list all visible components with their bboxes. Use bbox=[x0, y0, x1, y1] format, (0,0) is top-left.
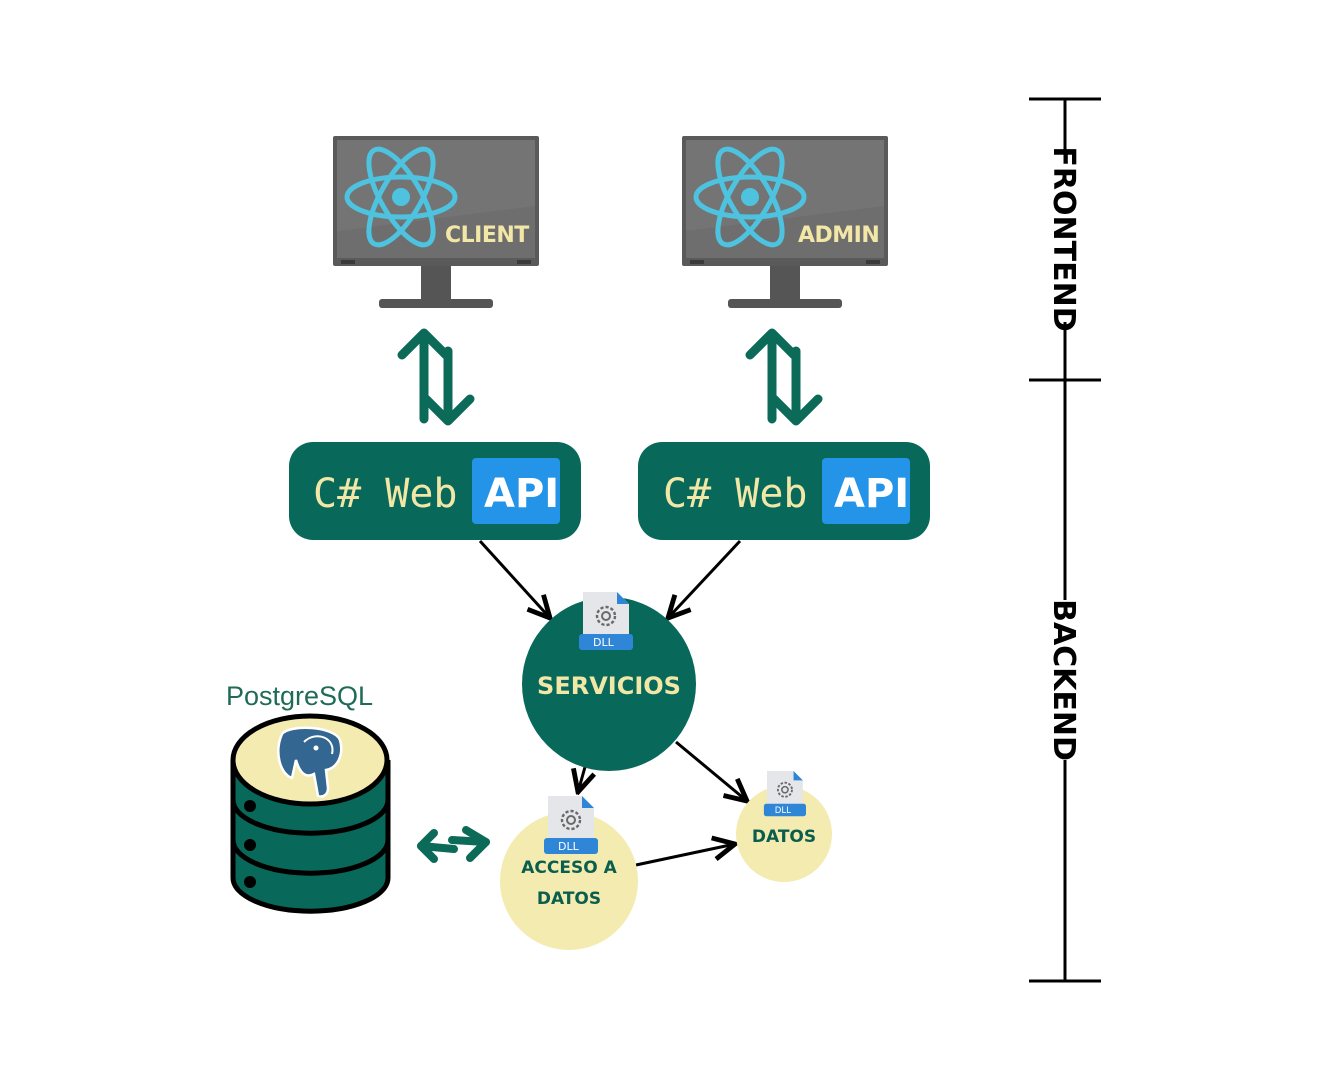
servicios-node: DLL SERVICIOS bbox=[522, 590, 696, 771]
tier-scale bbox=[1029, 97, 1101, 983]
arrow-api-right-to-servicios bbox=[668, 539, 742, 618]
backend-tier-label: BACKEND bbox=[1046, 599, 1081, 761]
arrow-api-left-to-servicios bbox=[478, 539, 550, 618]
dll-file-icon: DLL bbox=[577, 590, 635, 652]
frontend-tier-label: FRONTEND bbox=[1046, 146, 1081, 331]
client-label: CLIENT bbox=[445, 223, 529, 248]
db-acceso-double-arrow-icon bbox=[417, 826, 490, 863]
postgresql-title: PostgreSQL bbox=[226, 681, 373, 711]
api-badge-label: API bbox=[834, 471, 909, 517]
api-badge bbox=[472, 458, 560, 524]
client-monitor: CLIENT bbox=[333, 136, 539, 308]
dll-file-icon: DLL bbox=[762, 770, 807, 818]
flow-arrows bbox=[478, 539, 747, 867]
svg-text:DLL: DLL bbox=[558, 840, 580, 853]
acceso-datos-line1: ACCESO A bbox=[521, 858, 617, 878]
client-api-double-arrow-icon bbox=[402, 333, 470, 421]
admin-web-api-box: C# Web API bbox=[638, 442, 930, 540]
api-badge bbox=[822, 458, 910, 524]
datos-node: DLL DATOS bbox=[736, 770, 832, 882]
arrow-acceso-to-datos bbox=[635, 844, 735, 867]
arrow-servicios-to-datos bbox=[675, 740, 747, 801]
datos-label: DATOS bbox=[752, 827, 816, 847]
admin-label: ADMIN bbox=[798, 223, 879, 248]
postgresql-elephant-icon bbox=[277, 726, 343, 798]
admin-api-double-arrow-icon bbox=[750, 333, 818, 421]
acceso-datos-node: DLL ACCESO A DATOS bbox=[500, 794, 638, 950]
servicios-label: SERVICIOS bbox=[537, 672, 681, 700]
admin-monitor: ADMIN bbox=[682, 136, 888, 308]
postgresql-database: PostgreSQL bbox=[226, 681, 391, 914]
api-badge-label: API bbox=[484, 471, 559, 517]
arrow-servicios-to-acceso bbox=[578, 766, 585, 792]
api-prefix: C# Web bbox=[313, 471, 458, 517]
api-prefix: C# Web bbox=[663, 471, 808, 517]
svg-text:DLL: DLL bbox=[593, 636, 615, 649]
dll-file-icon: DLL bbox=[542, 794, 600, 856]
svg-text:DLL: DLL bbox=[775, 806, 791, 816]
acceso-datos-line2: DATOS bbox=[537, 889, 601, 909]
client-web-api-box: C# Web API bbox=[289, 442, 581, 540]
